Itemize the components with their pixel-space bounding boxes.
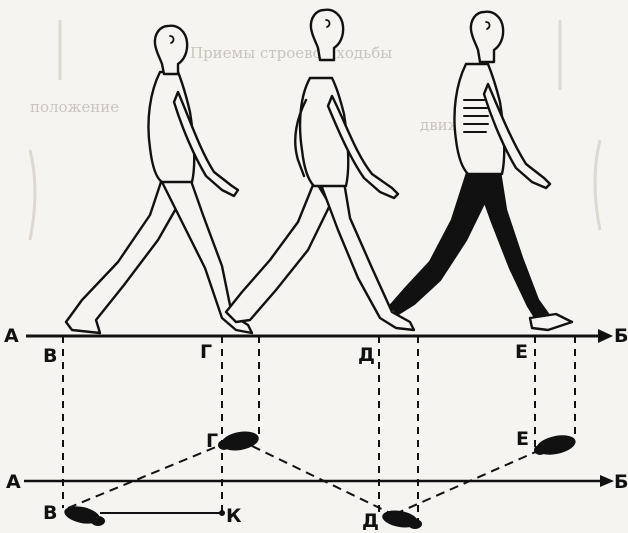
bg-text-1: положение — [30, 98, 119, 116]
label-axis-bottom-start: А — [6, 471, 21, 493]
top-axis-arrowhead — [598, 329, 613, 343]
label-point-d-top: Д — [358, 344, 375, 366]
footprint-g — [218, 429, 260, 453]
bottom-axis-arrowhead — [600, 475, 614, 487]
label-point-e-bottom: Е — [516, 428, 529, 450]
step-path — [68, 442, 540, 514]
walker-3 — [390, 12, 572, 330]
step-line-v-g — [68, 442, 228, 508]
walker-3-front-foot — [530, 314, 572, 330]
projection-lines — [63, 336, 575, 520]
label-point-g-bottom: Г — [206, 430, 218, 452]
label-point-v-top: В — [43, 345, 57, 367]
point-k-dot — [219, 510, 225, 516]
walker-3-front-leg — [474, 172, 552, 326]
label-point-d-bottom: Д — [362, 510, 379, 532]
walker-2-back-leg — [226, 180, 330, 322]
walker-3-head — [471, 12, 503, 62]
label-point-v-bottom: В — [43, 502, 57, 524]
label-point-g-top: Г — [200, 341, 212, 363]
bg-heading: Приемы строевой ходьбы — [190, 44, 392, 62]
label-point-k-bottom: К — [226, 505, 242, 527]
point-labels: В Г Д Е Г Е В К Д — [43, 341, 529, 532]
label-point-e-top: Е — [515, 341, 528, 363]
walker-1-back-leg — [66, 170, 178, 333]
label-axis-top-end: Б — [614, 325, 628, 347]
label-axis-top-start: А — [4, 325, 19, 347]
walker-1-head — [155, 26, 187, 74]
label-axis-bottom-end: Б — [614, 471, 628, 493]
walker-1 — [66, 26, 252, 333]
bottom-axis — [24, 475, 614, 487]
walker-3-back-leg — [390, 170, 488, 314]
footprint-e — [534, 432, 577, 458]
